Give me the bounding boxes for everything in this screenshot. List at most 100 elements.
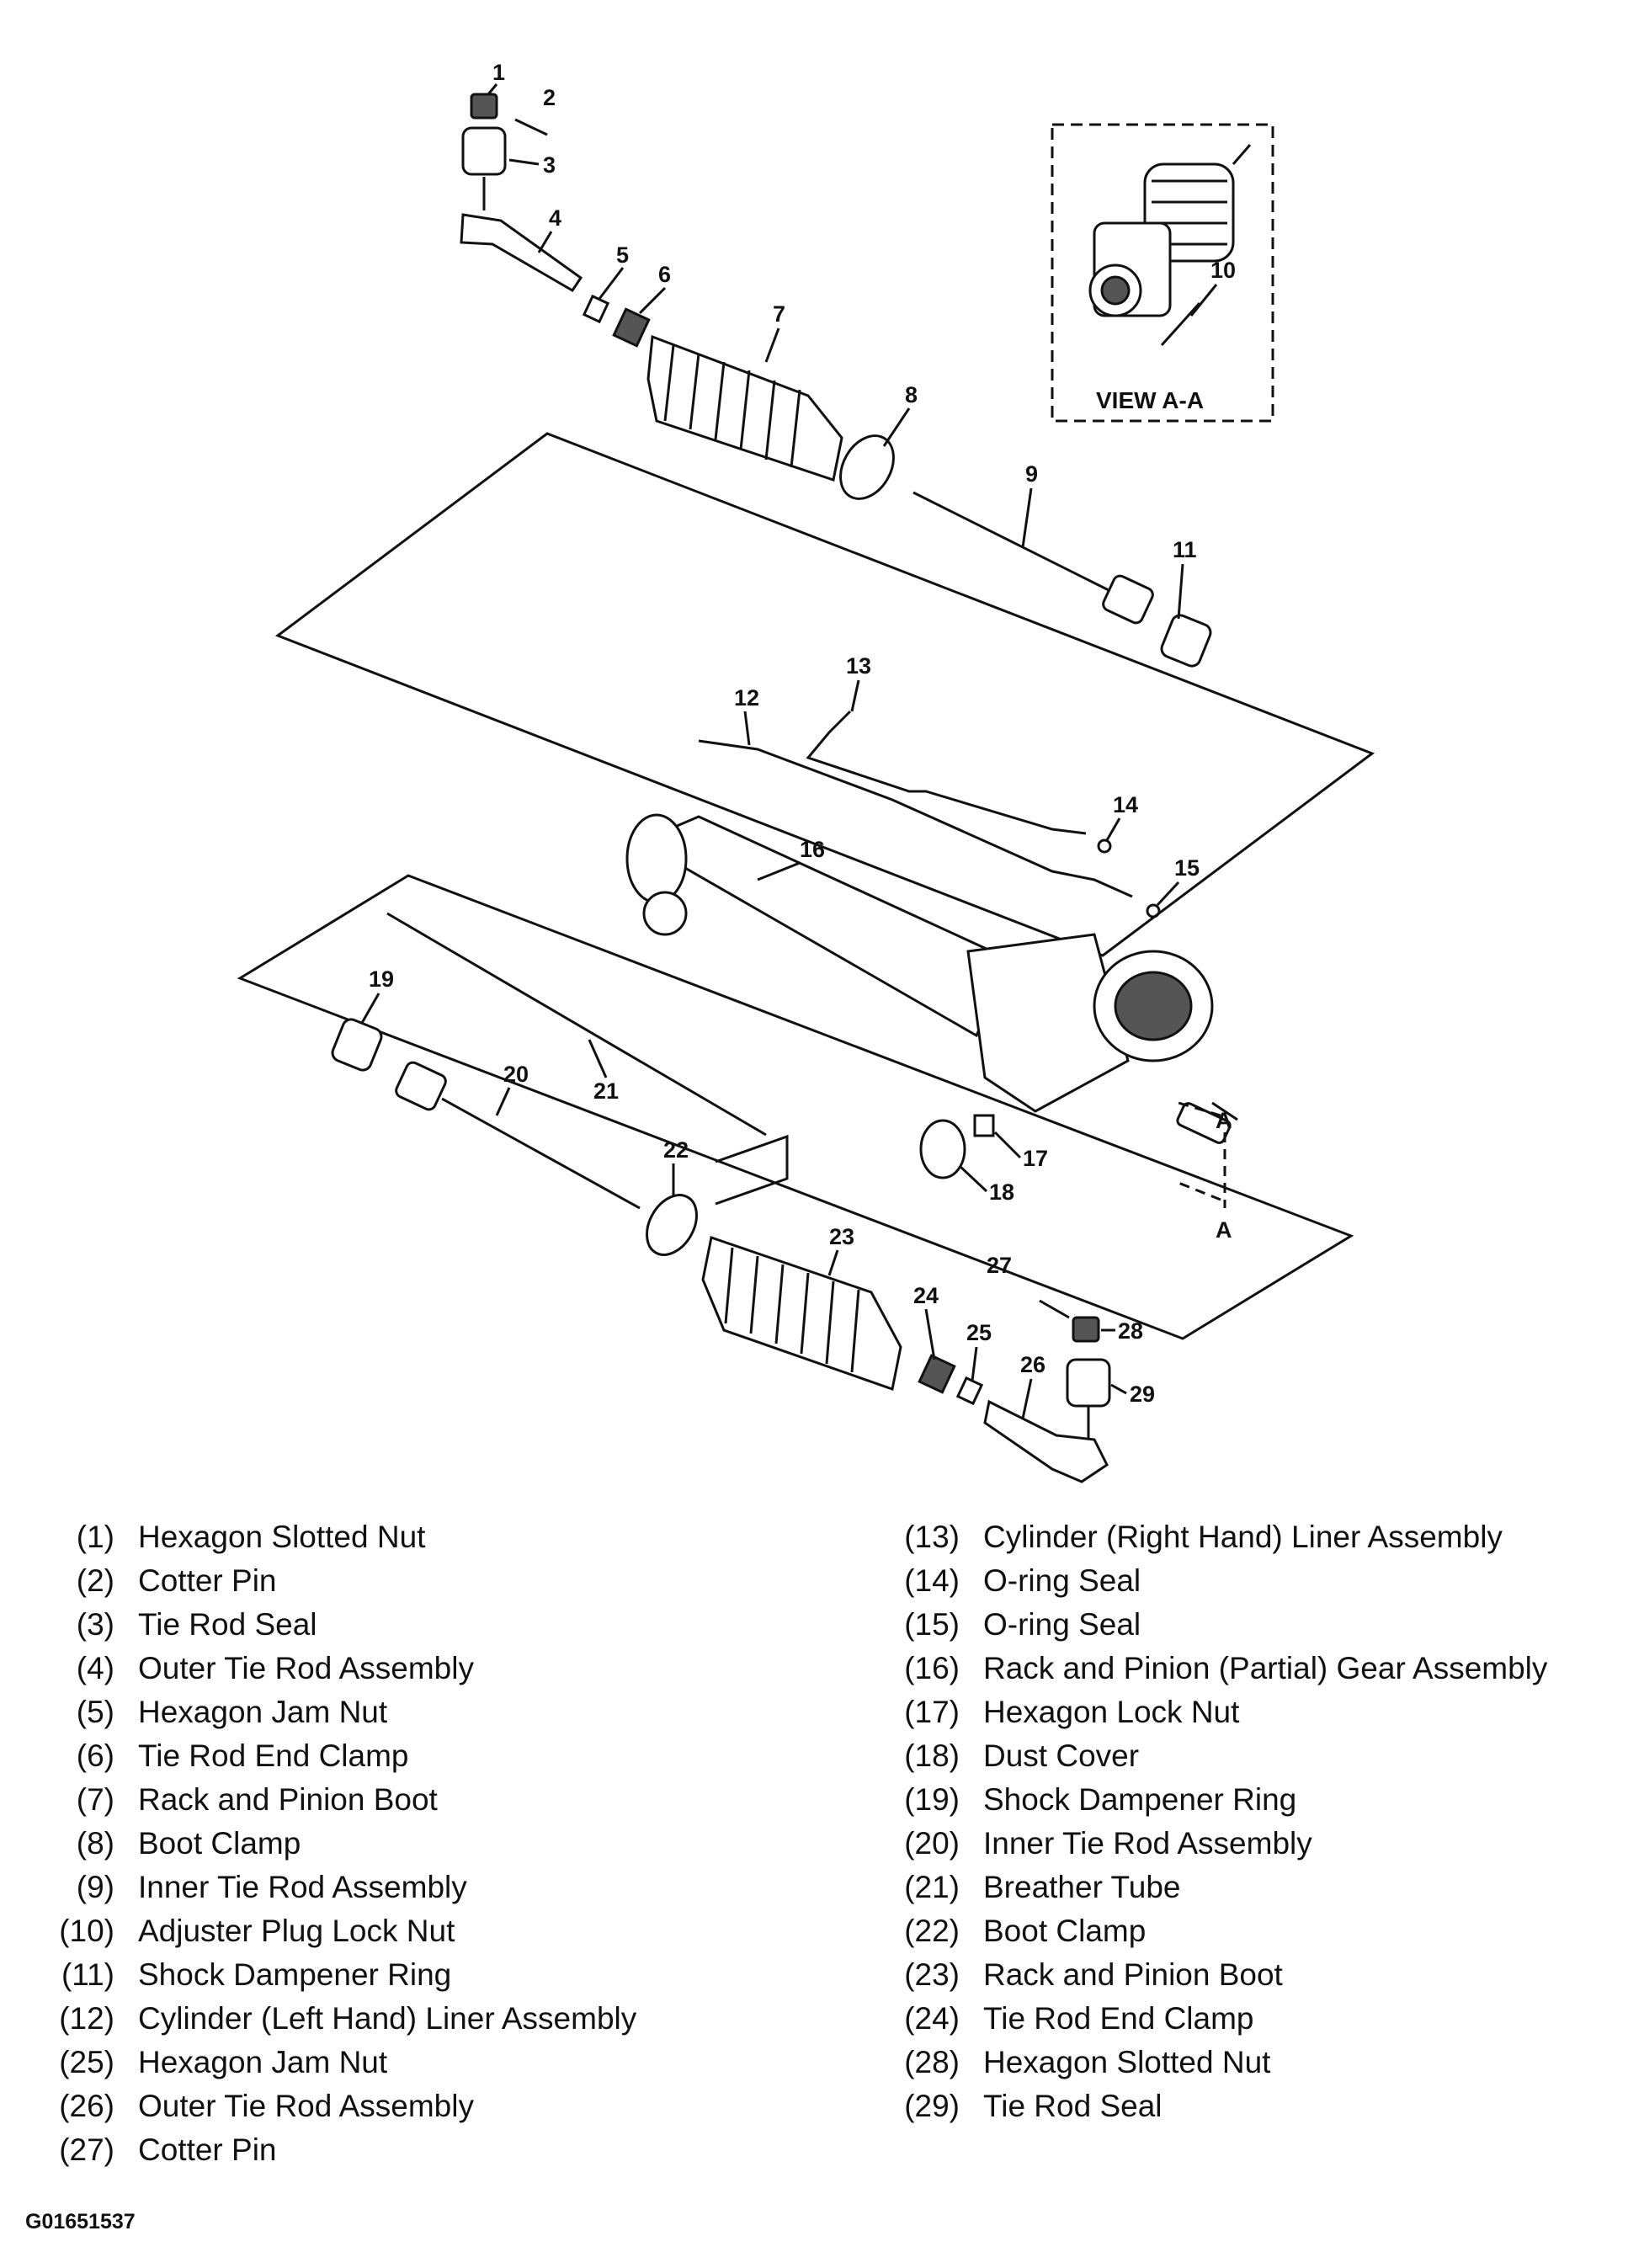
tie-rod-end-clamp-24 bbox=[918, 1354, 956, 1394]
callout-11: 11 bbox=[1173, 537, 1197, 562]
legend-label: Dust Cover bbox=[983, 1738, 1140, 1773]
legend-number: (20) bbox=[904, 1826, 960, 1861]
lower-rack-boot-23 bbox=[701, 1236, 902, 1391]
callout-24: 24 bbox=[913, 1283, 939, 1308]
breather-tube-21 bbox=[386, 912, 767, 1137]
legend-item: (16)Rack and Pinion (Partial) Gear Assem… bbox=[899, 1647, 1547, 1690]
legend-item: (21) Breather Tube bbox=[899, 1866, 1547, 1909]
inner-tie-rod-20 bbox=[395, 1061, 641, 1210]
callout-22: 22 bbox=[663, 1137, 689, 1163]
callout-14: 14 bbox=[1113, 792, 1138, 817]
legend-label: Tie Rod Seal bbox=[983, 2089, 1163, 2123]
callout-12: 12 bbox=[734, 685, 759, 711]
legend-label: Outer Tie Rod Assembly bbox=[138, 2089, 474, 2123]
legend-number: (15) bbox=[904, 1607, 960, 1642]
callout-29: 29 bbox=[1130, 1382, 1155, 1407]
legend-item: (4) Outer Tie Rod Assembly bbox=[29, 1647, 636, 1690]
outer-tie-rod-26 bbox=[983, 1399, 1109, 1483]
callout-25: 25 bbox=[966, 1320, 992, 1345]
cylinder-right-liner-13 bbox=[806, 710, 1087, 835]
callout-13: 13 bbox=[846, 653, 871, 679]
legend-label: Hexagon Jam Nut bbox=[138, 2045, 388, 2079]
legend-label: O-ring Seal bbox=[983, 1563, 1141, 1598]
legend-number: (24) bbox=[904, 2001, 960, 2036]
legend-number: (2) bbox=[76, 1563, 114, 1598]
legend-number: (8) bbox=[76, 1826, 114, 1861]
legend-number: (11) bbox=[61, 1957, 114, 1992]
callout-28: 28 bbox=[1118, 1318, 1143, 1344]
view-a-a-label: VIEW A-A bbox=[1096, 387, 1204, 413]
legend-item: (22)Boot Clamp bbox=[899, 1909, 1547, 1953]
legend-label: Inner Tie Rod Assembly bbox=[983, 1826, 1312, 1861]
upper-projection-plane bbox=[274, 432, 1375, 957]
legend-item: (24)Tie Rod End Clamp bbox=[899, 1997, 1547, 2041]
legend-number: (22) bbox=[904, 1914, 960, 1948]
callouts: 1 2 3 4 5 6 7 8 9 11 12 13 14 15 16 17 1… bbox=[360, 60, 1200, 1419]
upper-rack-boot-7 bbox=[646, 334, 843, 482]
legend-label: Breather Tube bbox=[983, 1870, 1181, 1904]
legend-number: (9) bbox=[76, 1870, 114, 1904]
legend-label: Boot Clamp bbox=[138, 1826, 301, 1861]
callout-21: 21 bbox=[593, 1078, 619, 1104]
legend-number: (7) bbox=[76, 1782, 114, 1817]
legend-item: (13) Cylinder (Right Hand) Liner Assembly bbox=[899, 1515, 1547, 1559]
callout-17: 17 bbox=[1023, 1146, 1048, 1171]
legend-label: Rack and Pinion Boot bbox=[138, 1782, 438, 1817]
callout-7: 7 bbox=[773, 301, 785, 327]
legend-item: (28)Hexagon Slotted Nut bbox=[899, 2041, 1547, 2084]
callout-3: 3 bbox=[543, 152, 556, 178]
shock-dampener-ring-19 bbox=[331, 1018, 383, 1072]
section-arrows: A A bbox=[1178, 1101, 1232, 1243]
legend-label: Hexagon Jam Nut bbox=[138, 1695, 388, 1729]
legend-item: (6)Tie Rod End Clamp bbox=[29, 1734, 636, 1778]
legend-number: (27) bbox=[59, 2132, 114, 2167]
rack-pinion-gear-assembly-16 bbox=[625, 813, 1238, 1144]
legend-label: Shock Dampener Ring bbox=[983, 1782, 1297, 1817]
legend-item: (26)Outer Tie Rod Assembly bbox=[29, 2084, 636, 2128]
legend-label: Hexagon Slotted Nut bbox=[138, 1520, 426, 1554]
legend-number: (19) bbox=[904, 1782, 960, 1817]
legend-item: (2) Cotter Pin bbox=[29, 1559, 636, 1603]
dust-cover-18 bbox=[919, 1119, 966, 1179]
legend-number: (10) bbox=[59, 1914, 114, 1948]
legend-label: Outer Tie Rod Assembly bbox=[138, 1651, 474, 1685]
callout-2: 2 bbox=[543, 85, 556, 110]
legend-item: (11) Shock Dampener Ring bbox=[29, 1953, 636, 1997]
legend-item: (12)Cylinder (Left Hand) Liner Assembly bbox=[29, 1997, 636, 2041]
legend-label: Cylinder (Right Hand) Liner Assembly bbox=[983, 1520, 1503, 1554]
lower-projection-plane bbox=[237, 874, 1354, 1340]
legend-item: (5) Hexagon Jam Nut bbox=[29, 1690, 636, 1734]
callout-27: 27 bbox=[987, 1253, 1012, 1278]
legend-label: Rack and Pinion Boot bbox=[983, 1957, 1283, 1992]
callout-19: 19 bbox=[369, 966, 394, 992]
legend-number: (1) bbox=[76, 1520, 114, 1554]
cotter-pin-27 bbox=[1039, 1299, 1070, 1319]
legend-item: (14)O-ring Seal bbox=[899, 1559, 1547, 1603]
legend-number: (16) bbox=[904, 1651, 960, 1685]
legend-item: (25)Hexagon Jam Nut bbox=[29, 2041, 636, 2084]
section-letter-a-top: A bbox=[1216, 1108, 1232, 1133]
legend-number: (4) bbox=[76, 1651, 114, 1685]
callout-15: 15 bbox=[1174, 855, 1200, 881]
callout-9: 9 bbox=[1025, 461, 1038, 487]
legend-item: (1) Hexagon Slotted Nut bbox=[29, 1515, 636, 1559]
legend-number: (5) bbox=[76, 1695, 114, 1729]
legend-number: (29) bbox=[904, 2089, 960, 2123]
legend-label: Hexagon Slotted Nut bbox=[983, 2045, 1271, 2079]
legend-label: Shock Dampener Ring bbox=[138, 1957, 452, 1992]
legend-item: (17)Hexagon Lock Nut bbox=[899, 1690, 1547, 1734]
legend-label: Cotter Pin bbox=[138, 1563, 277, 1598]
boot-clamp-8 bbox=[839, 434, 895, 500]
o-ring-seal-15 bbox=[1146, 903, 1161, 918]
callout-26: 26 bbox=[1020, 1352, 1045, 1377]
hexagon-jam-nut-5 bbox=[582, 294, 610, 324]
legend-item: (23)Rack and Pinion Boot bbox=[899, 1953, 1547, 1997]
callout-18: 18 bbox=[989, 1179, 1014, 1205]
callout-10: 10 bbox=[1210, 258, 1236, 283]
exploded-steering-gear-diagram: 10 VIEW A-A bbox=[237, 60, 1375, 1483]
legend-item: (8) Boot Clamp bbox=[29, 1822, 636, 1866]
legend-number: (3) bbox=[76, 1607, 114, 1642]
legend-label: Cylinder (Left Hand) Liner Assembly bbox=[138, 2001, 637, 2036]
legend-number: (13) bbox=[904, 1520, 960, 1554]
legend-number: (21) bbox=[904, 1870, 960, 1904]
